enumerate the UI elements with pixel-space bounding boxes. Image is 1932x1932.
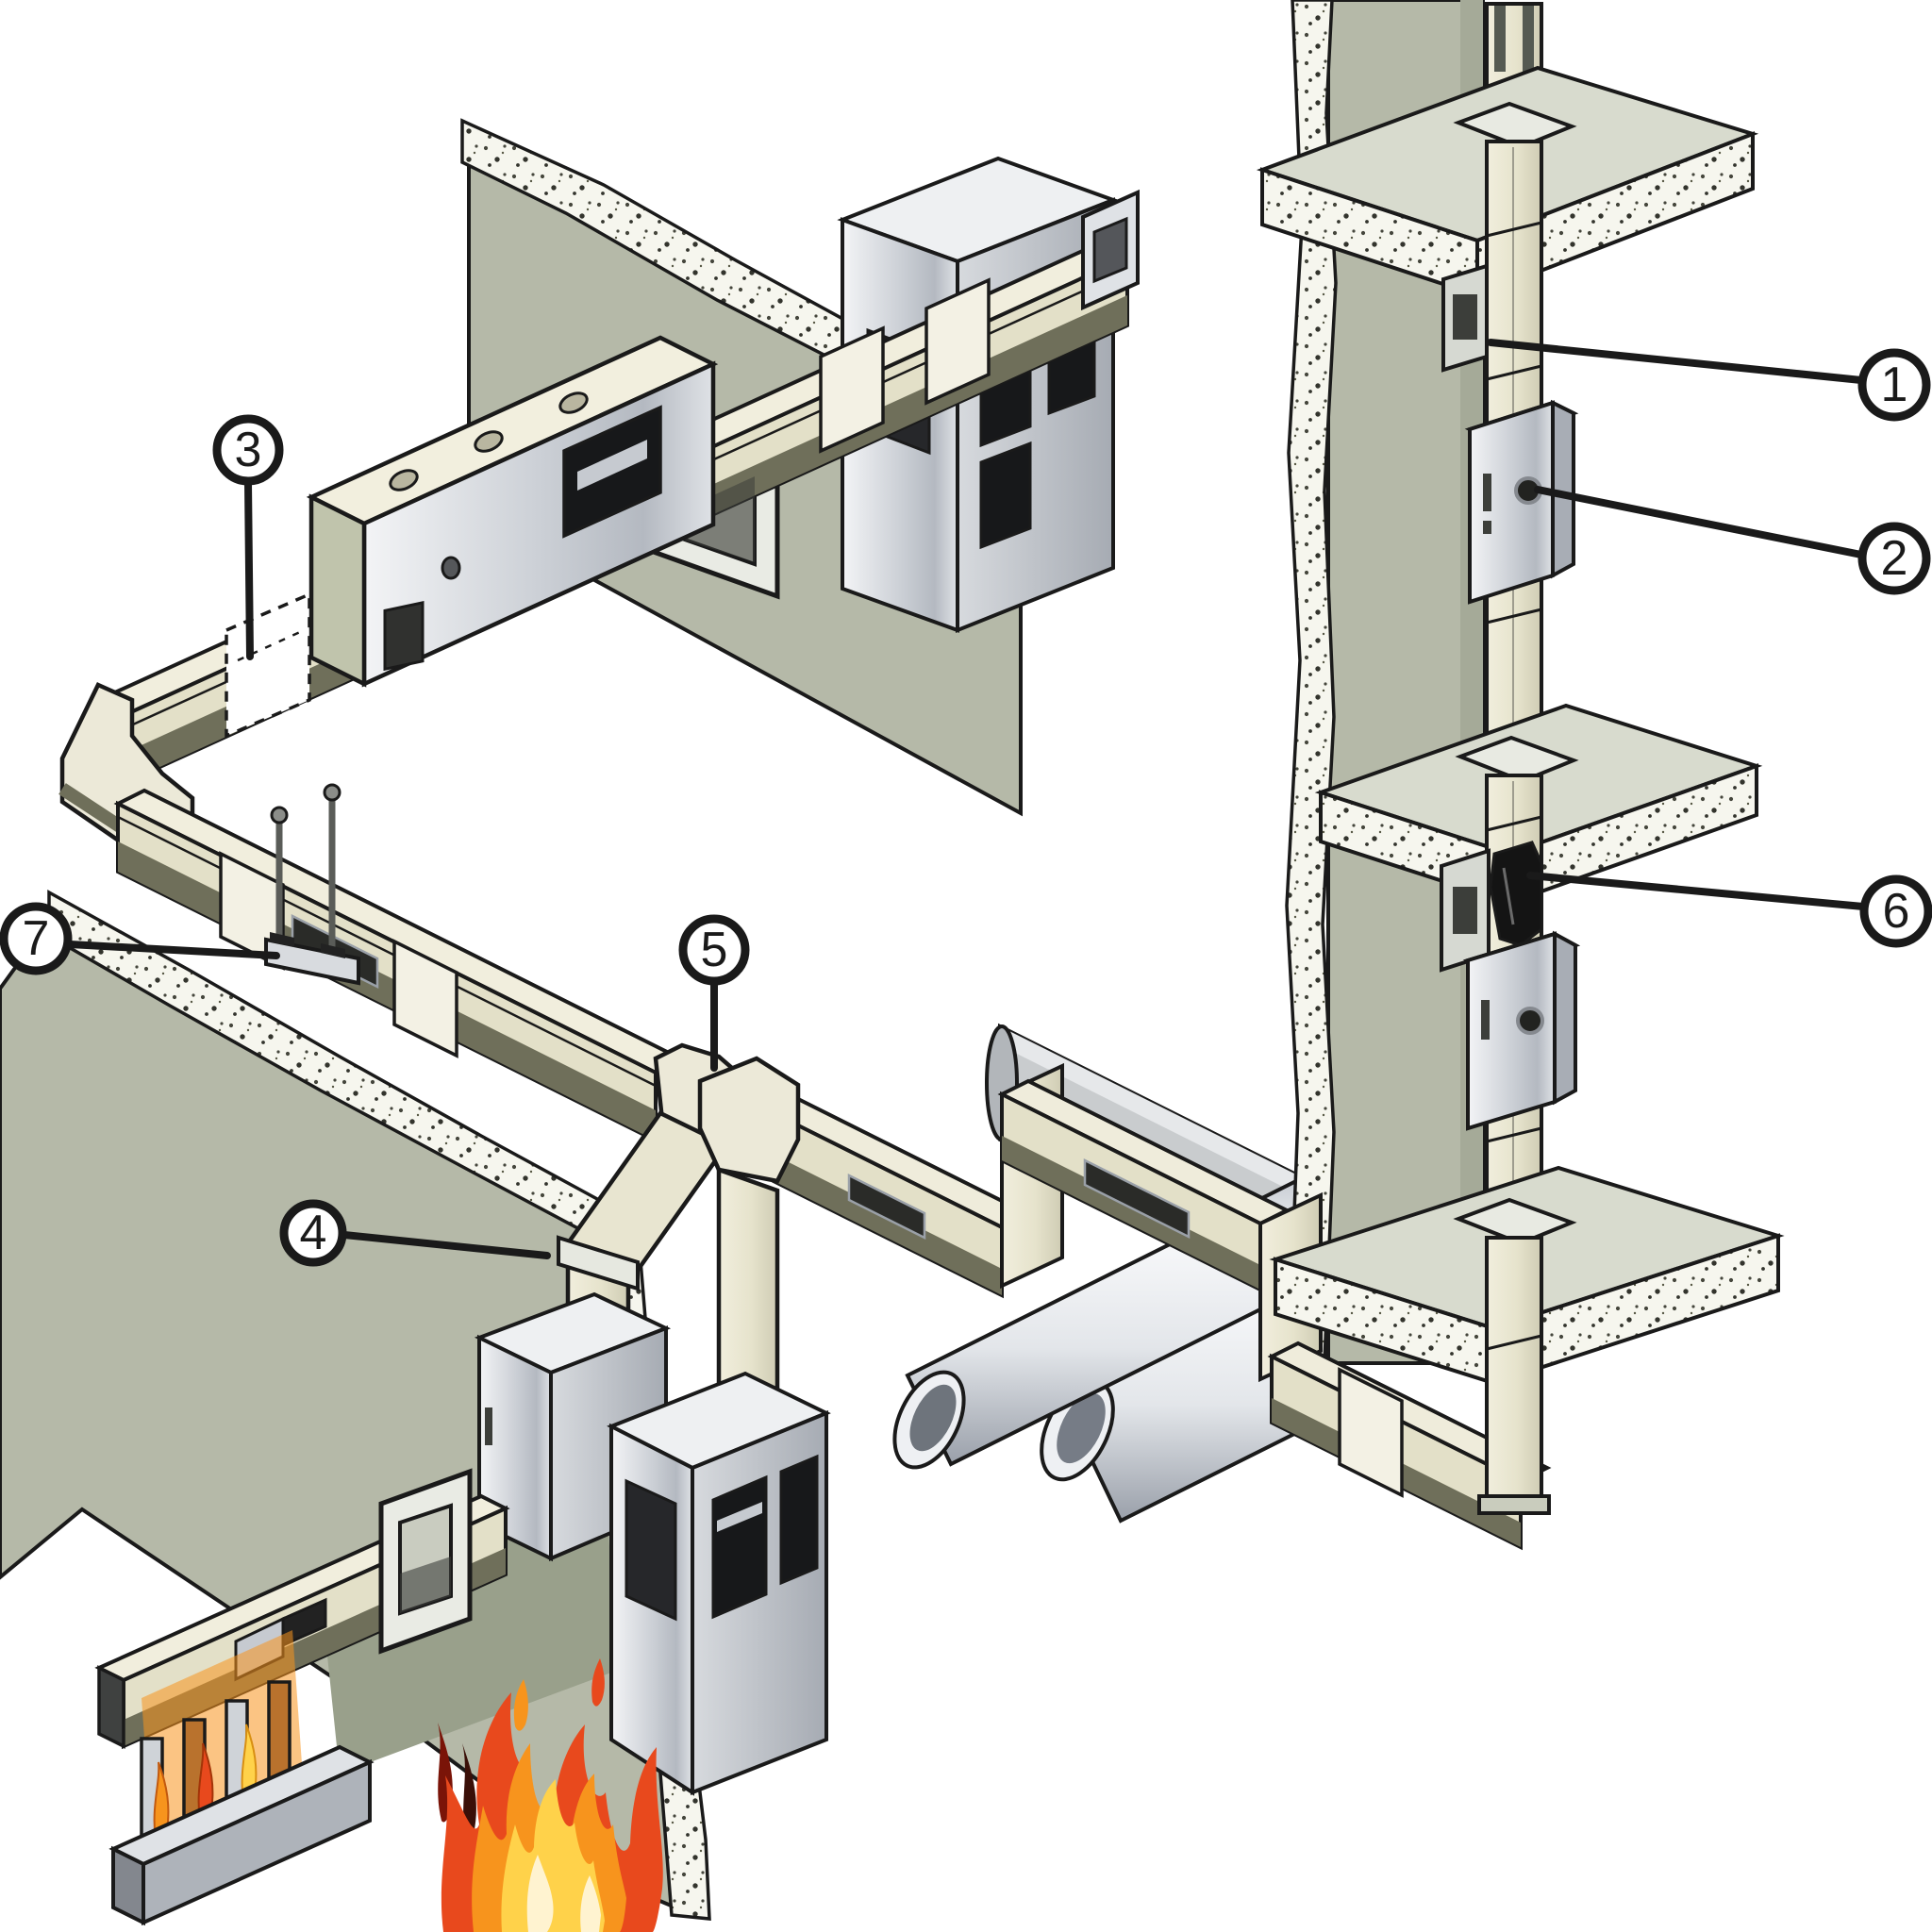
cabinet-window <box>779 1454 819 1586</box>
cabinet-window <box>625 1478 677 1622</box>
callout-leader-6 <box>1526 872 1867 910</box>
adjustable-joint <box>225 591 311 739</box>
suspension-hanger <box>264 783 360 986</box>
riser-bottom <box>1477 1236 1551 1515</box>
vent-hole <box>474 430 504 453</box>
callout-circle-6 <box>1859 874 1932 948</box>
tap-off-box-lower <box>1462 930 1581 1131</box>
fire-barrier <box>1489 841 1543 947</box>
callout-number-6: 6 <box>1883 884 1910 939</box>
vent-hole <box>389 469 419 491</box>
callout-number-2: 2 <box>1881 531 1908 586</box>
callout-number-5: 5 <box>701 923 728 977</box>
joint-sleeve <box>924 277 991 406</box>
run-to-bridge <box>769 1097 1033 1299</box>
run-to-riser <box>1267 1341 1552 1551</box>
callout-circle-1 <box>1857 348 1931 422</box>
tap-off-box-upper <box>1464 399 1579 605</box>
callout-circle-2 <box>1857 522 1931 595</box>
cabinet-window <box>711 1474 768 1620</box>
horizontal-run-middle <box>113 788 687 1144</box>
flame-core <box>526 1855 554 1932</box>
callout-leader-4 <box>341 1231 551 1259</box>
callout-leader-1 <box>1487 339 1865 384</box>
callout-circle-5 <box>678 914 750 986</box>
riser-collar <box>1453 1197 1577 1246</box>
callouts: 1 2 3 4 5 6 7 <box>0 339 1932 1267</box>
riser-bracket-lower <box>1440 848 1491 973</box>
bridge-run <box>769 1062 1552 1551</box>
duct-collar <box>557 1235 640 1291</box>
callout-circle-3 <box>212 414 284 486</box>
fire-flames <box>438 1658 663 1932</box>
end-bracket <box>1081 189 1140 311</box>
callout-leader-7 <box>66 941 280 959</box>
riser-collar <box>1455 735 1579 784</box>
riser-collar <box>1453 101 1577 150</box>
callout-leader-3 <box>244 479 254 660</box>
callout-number-4: 4 <box>300 1206 327 1260</box>
removed-cover <box>108 1744 375 1926</box>
callout-number-7: 7 <box>23 911 50 966</box>
tap-off-box-run <box>306 335 719 688</box>
lower-cabinet-right <box>607 1371 831 1796</box>
knockout <box>1516 1007 1544 1035</box>
callout-circle-4 <box>279 1199 347 1267</box>
wall-flange-lower <box>378 1468 473 1655</box>
busbar-flames <box>153 1724 258 1841</box>
fire-test-run <box>94 1468 510 1926</box>
flame-tip <box>513 1679 528 1731</box>
callout-number-1: 1 <box>1881 358 1908 412</box>
callout-leader-2 <box>1534 486 1865 558</box>
flame-inner <box>501 1779 605 1932</box>
flame-core <box>580 1875 601 1932</box>
duct-end-face <box>97 1665 125 1749</box>
riser-middle <box>1440 774 1581 1230</box>
riser-bracket-upper <box>1441 263 1489 373</box>
callout-number-3: 3 <box>235 423 262 477</box>
elbow-over-cabinet <box>697 1056 801 1184</box>
vent-hole <box>558 391 589 414</box>
joint-sleeve <box>819 325 885 454</box>
joint-sleeve <box>392 939 458 1058</box>
riser-upper <box>1441 140 1579 804</box>
flame-tip <box>591 1658 605 1707</box>
cabinet-window <box>979 441 1032 550</box>
callout-circle-7 <box>0 902 73 975</box>
